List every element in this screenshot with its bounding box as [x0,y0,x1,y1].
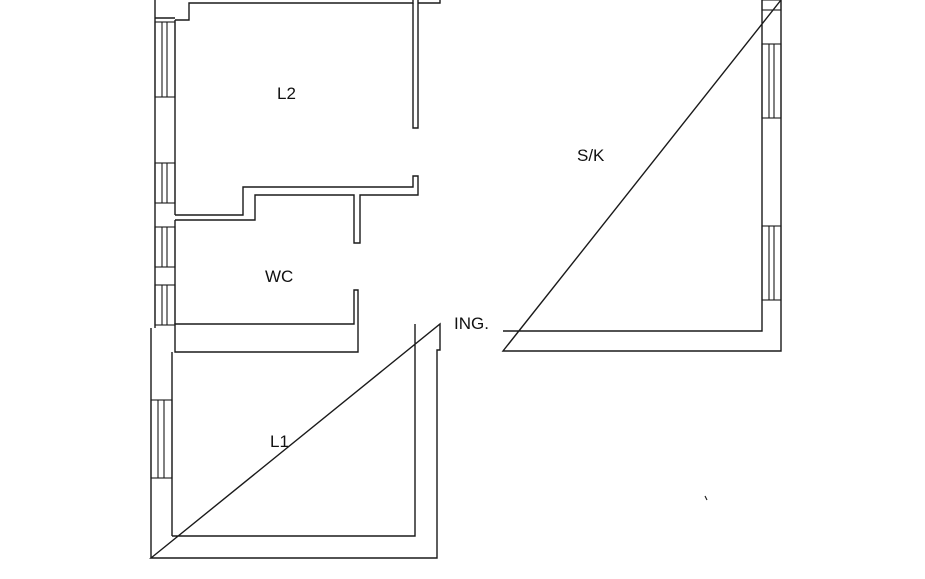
l1-right-wall [149,322,441,559]
room-label-l2: L2 [277,84,296,103]
window-sk-upper [761,43,782,119]
sk-bottom-wall [501,0,782,352]
room-label-wc: WC [265,267,294,286]
stray-mark [704,495,708,501]
window-l2-lower [154,162,176,204]
l2-bottom-wall [175,175,419,244]
window-sk-top [761,0,782,11]
window-wc [154,226,176,326]
window-l2-upper [154,21,176,98]
room-label-sk: S/K [577,146,605,165]
room-label-l1: L1 [270,432,289,451]
window-sk-lower [761,225,782,301]
entrance-label: ING. [454,314,489,333]
wc-bottom-wall [174,289,359,353]
outer-wall-top-left [155,0,414,21]
window-l1 [150,399,173,479]
l2-right-wall [412,0,441,129]
